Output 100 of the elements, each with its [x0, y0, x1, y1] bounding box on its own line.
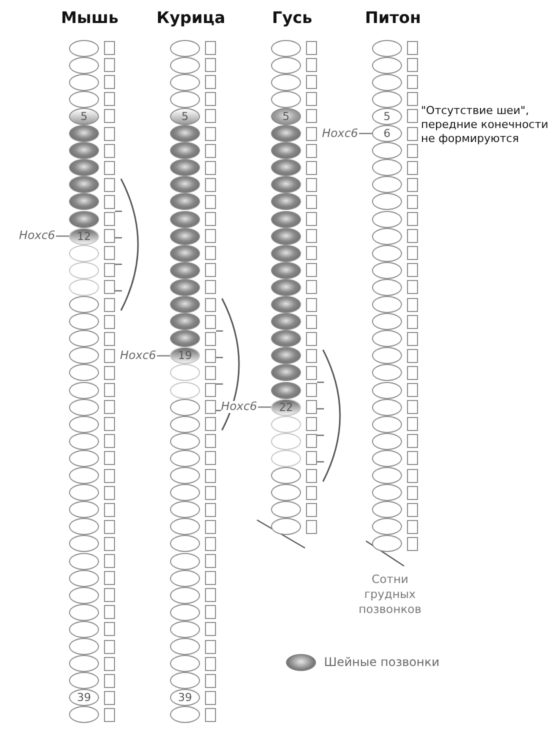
vertebra: [69, 586, 99, 604]
vertebra: [271, 108, 301, 125]
vertebra: [271, 278, 301, 296]
vertebra: [69, 467, 99, 484]
vertebra: [170, 347, 200, 364]
note-text: Сотни грудных позвонков: [358, 572, 422, 617]
vertebra: [170, 570, 200, 587]
vertebra: [69, 689, 99, 706]
vertebra: [372, 484, 402, 502]
vertebra: [170, 74, 200, 91]
vertebra: [69, 210, 99, 228]
vertebra: [271, 296, 301, 313]
vertebra: [372, 296, 402, 313]
vertebra: [69, 313, 99, 330]
vertebra-number: 5: [384, 110, 390, 122]
vertebra: [271, 262, 301, 279]
vertebra: [271, 56, 301, 74]
vertebra: [69, 56, 99, 74]
vertebra: [69, 518, 99, 536]
vertebra: [170, 296, 200, 313]
vertebra: [69, 604, 99, 621]
vertebra: [372, 193, 402, 210]
vertebra: [372, 313, 402, 330]
vertebra: [170, 193, 200, 210]
vertebra: [372, 501, 402, 518]
vertebra: [372, 518, 402, 536]
vertebra: [271, 193, 301, 210]
vertebra: [372, 176, 402, 194]
vertebra: [372, 90, 402, 108]
vertebra: [170, 552, 200, 570]
vertebra: [69, 570, 99, 587]
vertebra: [372, 450, 402, 467]
vertebra: [170, 638, 200, 655]
vertebra: [271, 347, 301, 364]
vertebra-number: 5: [182, 110, 188, 122]
vertebra: [372, 74, 402, 91]
vertebra: [271, 330, 301, 348]
vertebra: [271, 313, 301, 330]
vertebra: [271, 176, 301, 194]
vertebra-number: 12: [77, 230, 91, 242]
vertebra: [69, 364, 99, 382]
vertebra: [170, 262, 200, 279]
vertebra: [69, 228, 99, 245]
vertebra: [69, 142, 99, 160]
vertebra: [69, 706, 99, 724]
vertebra: [170, 90, 200, 108]
vertebra: [170, 313, 200, 330]
gene-label: Hoxc6: [19, 230, 56, 242]
leader-line: [258, 406, 271, 408]
leader-line: [56, 236, 69, 237]
vertebra: [271, 159, 301, 176]
vertebra: [271, 382, 301, 398]
vertebra: [170, 56, 200, 74]
vertebra: [271, 450, 301, 467]
vertebra: [271, 74, 301, 91]
vertebra: [170, 176, 200, 194]
vertebra: [69, 74, 99, 91]
vertebra: [170, 382, 200, 398]
vertebra: [170, 416, 200, 433]
vertebra: [271, 228, 301, 245]
vertebra: [170, 672, 200, 690]
vertebra: [69, 501, 99, 518]
vertebra: [271, 125, 301, 142]
vertebra: [69, 638, 99, 655]
column-heading: Питон: [365, 8, 421, 27]
vertebra: [372, 108, 402, 125]
vertebra: [372, 347, 402, 364]
vertebra: [69, 296, 99, 313]
vertebra: [69, 450, 99, 467]
gene-label: Hoxc6: [221, 401, 258, 413]
vertebra-number: 19: [178, 350, 192, 362]
vertebra: [170, 501, 200, 518]
vertebra: [372, 398, 402, 416]
vertebra: [271, 432, 301, 450]
vertebra: [271, 416, 301, 433]
vertebra-number: 5: [282, 110, 290, 122]
vertebra: [69, 125, 99, 142]
vertebra: [170, 159, 200, 176]
vertebra: [69, 90, 99, 108]
vertebra: [271, 142, 301, 160]
vertebra: [170, 586, 200, 604]
vertebra-number: 22: [279, 402, 293, 413]
vertebra: [170, 278, 200, 296]
vertebra-number: 5: [80, 110, 88, 122]
vertebra: [170, 432, 200, 450]
vertebra: [69, 108, 99, 125]
vertebra: [69, 620, 99, 638]
vertebra: [170, 620, 200, 638]
vertebra: [170, 535, 200, 552]
column-heading: Гусь: [272, 8, 312, 27]
vertebra: [271, 244, 301, 262]
vertebra: [69, 416, 99, 433]
vertebra: [372, 262, 402, 279]
leader-line: [157, 355, 170, 356]
vertebra: [170, 330, 200, 348]
vertebra: [69, 244, 99, 262]
vertebra: [170, 689, 200, 706]
vertebra: [271, 467, 301, 484]
vertebra: [69, 552, 99, 570]
vertebra: [271, 484, 301, 502]
